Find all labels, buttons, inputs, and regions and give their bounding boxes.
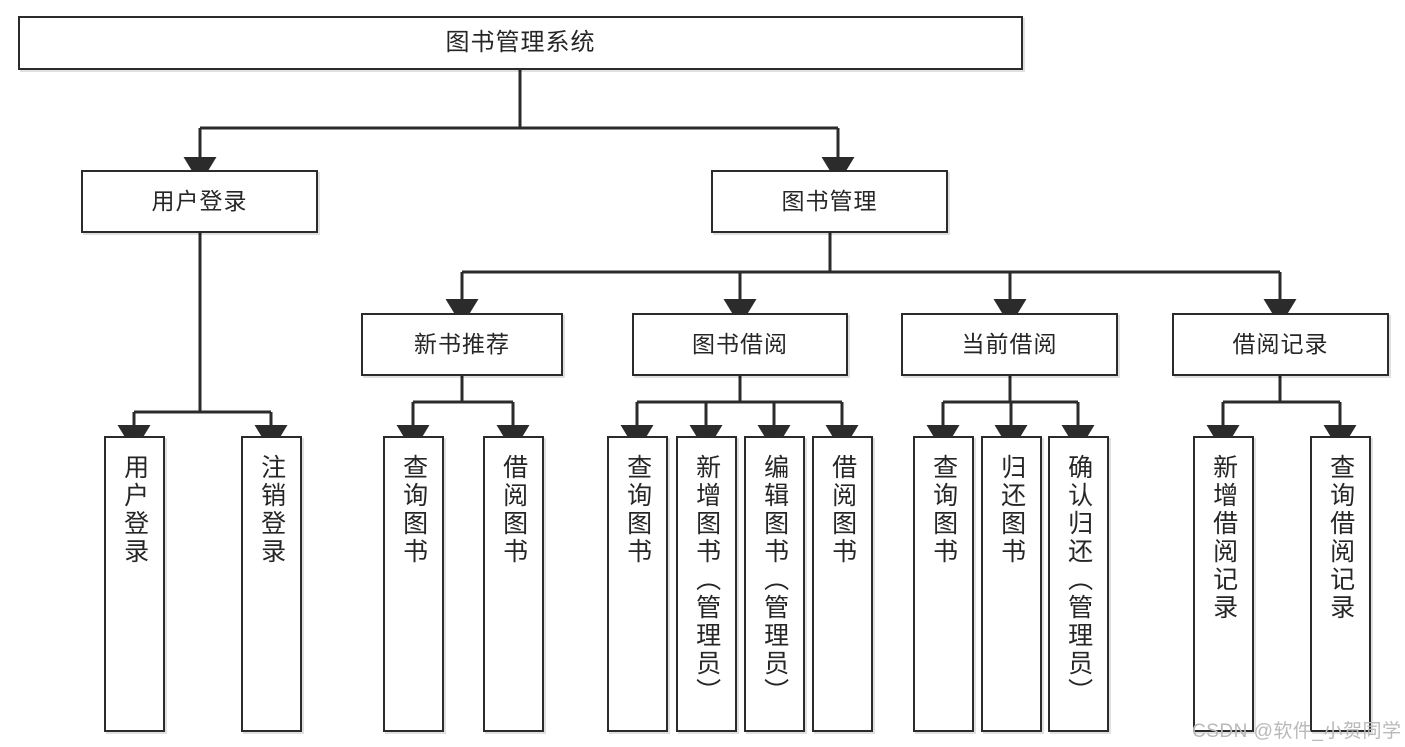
leaf-recommend-borrow-book-label: 借阅图书 (499, 454, 528, 566)
leaf-current-confirm-return-label: 确认归还（管理员） (1064, 454, 1093, 706)
node-current-borrow[interactable]: 当前借阅 (901, 313, 1118, 376)
leaf-borrow-query-book[interactable]: 查询图书 (607, 436, 668, 732)
leaf-record-query-record[interactable]: 查询借阅记录 (1310, 436, 1371, 732)
node-root[interactable]: 图书管理系统 (18, 16, 1023, 70)
leaf-record-add-record-label: 新增借阅记录 (1209, 454, 1238, 622)
leaf-current-query-book-label: 查询图书 (929, 454, 958, 566)
node-root-label: 图书管理系统 (445, 28, 596, 56)
leaf-current-confirm-return[interactable]: 确认归还（管理员） (1048, 436, 1109, 732)
leaf-borrow-add-book-label: 新增图书（管理员） (692, 454, 721, 706)
node-new-book-recommend-label: 新书推荐 (414, 330, 510, 357)
node-borrow-record-label: 借阅记录 (1232, 330, 1329, 357)
leaf-record-add-record[interactable]: 新增借阅记录 (1193, 436, 1254, 732)
leaf-current-return-book[interactable]: 归还图书 (981, 436, 1042, 732)
watermark-text: CSDN @软件_小贺同学 (1192, 721, 1402, 742)
leaf-current-return-book-label: 归还图书 (997, 454, 1026, 566)
node-user-login-label: 用户登录 (151, 187, 248, 214)
node-user-login[interactable]: 用户登录 (81, 170, 318, 233)
leaf-record-query-record-label: 查询借阅记录 (1326, 454, 1355, 622)
leaf-borrow-borrow-book[interactable]: 借阅图书 (812, 436, 873, 732)
node-current-borrow-label: 当前借阅 (961, 330, 1058, 357)
node-book-management-label: 图书管理 (781, 187, 878, 214)
leaf-borrow-edit-book-label: 编辑图书（管理员） (760, 454, 789, 706)
leaf-user-login-signin[interactable]: 用户登录 (104, 436, 165, 732)
node-book-management[interactable]: 图书管理 (711, 170, 948, 233)
leaf-borrow-add-book[interactable]: 新增图书（管理员） (676, 436, 737, 732)
leaf-current-query-book[interactable]: 查询图书 (913, 436, 974, 732)
leaf-recommend-query-book[interactable]: 查询图书 (383, 436, 444, 732)
leaf-user-login-signout-label: 注销登录 (257, 454, 286, 566)
leaf-user-login-signout[interactable]: 注销登录 (241, 436, 302, 732)
node-new-book-recommend[interactable]: 新书推荐 (361, 313, 563, 376)
leaf-borrow-borrow-book-label: 借阅图书 (828, 454, 857, 566)
leaf-recommend-query-book-label: 查询图书 (399, 454, 428, 566)
leaf-user-login-signin-label: 用户登录 (120, 454, 149, 566)
leaf-borrow-edit-book[interactable]: 编辑图书（管理员） (744, 436, 805, 732)
leaf-recommend-borrow-book[interactable]: 借阅图书 (483, 436, 544, 732)
node-book-borrow[interactable]: 图书借阅 (632, 313, 848, 376)
node-borrow-record[interactable]: 借阅记录 (1172, 313, 1389, 376)
leaf-borrow-query-book-label: 查询图书 (623, 454, 652, 566)
node-book-borrow-label: 图书借阅 (692, 330, 788, 357)
